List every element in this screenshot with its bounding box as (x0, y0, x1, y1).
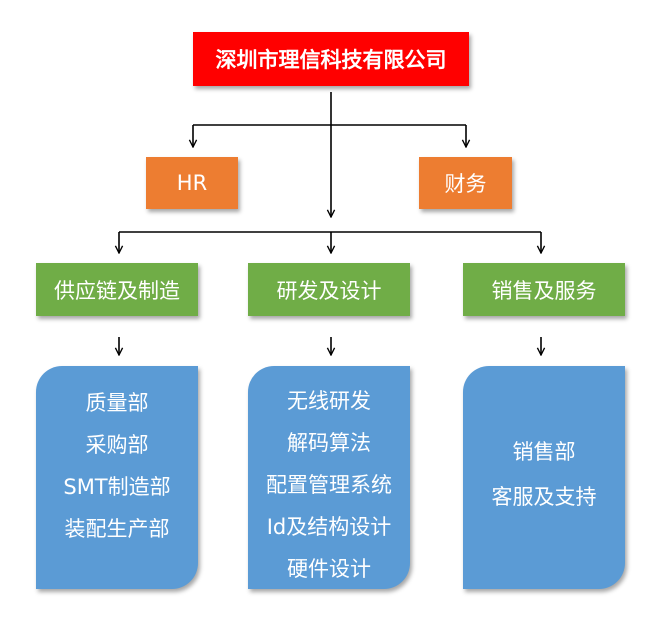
finance-node: 财务 (419, 157, 512, 209)
supply-chain-panel: 质量部 采购部 SMT制造部 装配生产部 (36, 366, 198, 589)
sales-item-sales: 销售部 (512, 440, 576, 464)
supply-chain-node: 供应链及制造 (36, 263, 198, 316)
sales-item-support: 客服及支持 (491, 485, 597, 509)
company-name: 深圳市理信科技有限公司 (215, 48, 447, 72)
rd-label: 研发及设计 (276, 278, 382, 303)
rd-item-decoding: 解码算法 (287, 431, 371, 455)
company-node: 深圳市理信科技有限公司 (193, 32, 469, 86)
sales-panel: 销售部 客服及支持 (463, 366, 625, 589)
rd-item-config: 配置管理系统 (266, 473, 392, 497)
hr-label: HR (176, 171, 208, 195)
supply-item-assembly: 装配生产部 (64, 517, 170, 541)
supply-chain-label: 供应链及制造 (54, 278, 180, 303)
finance-label: 财务 (444, 172, 487, 196)
rd-item-wireless: 无线研发 (287, 389, 371, 413)
sales-node: 销售及服务 (463, 263, 625, 316)
rd-node: 研发及设计 (248, 263, 410, 316)
supply-item-quality: 质量部 (85, 391, 149, 415)
rd-item-hardware: 硬件设计 (287, 557, 371, 581)
supply-item-smt: SMT制造部 (63, 475, 171, 499)
supply-item-purchasing: 采购部 (85, 433, 149, 457)
rd-item-id-structure: Id及结构设计 (266, 515, 392, 539)
sales-label: 销售及服务 (491, 278, 597, 303)
hr-node: HR (146, 157, 238, 209)
rd-panel: 无线研发 解码算法 配置管理系统 Id及结构设计 硬件设计 (248, 366, 410, 589)
